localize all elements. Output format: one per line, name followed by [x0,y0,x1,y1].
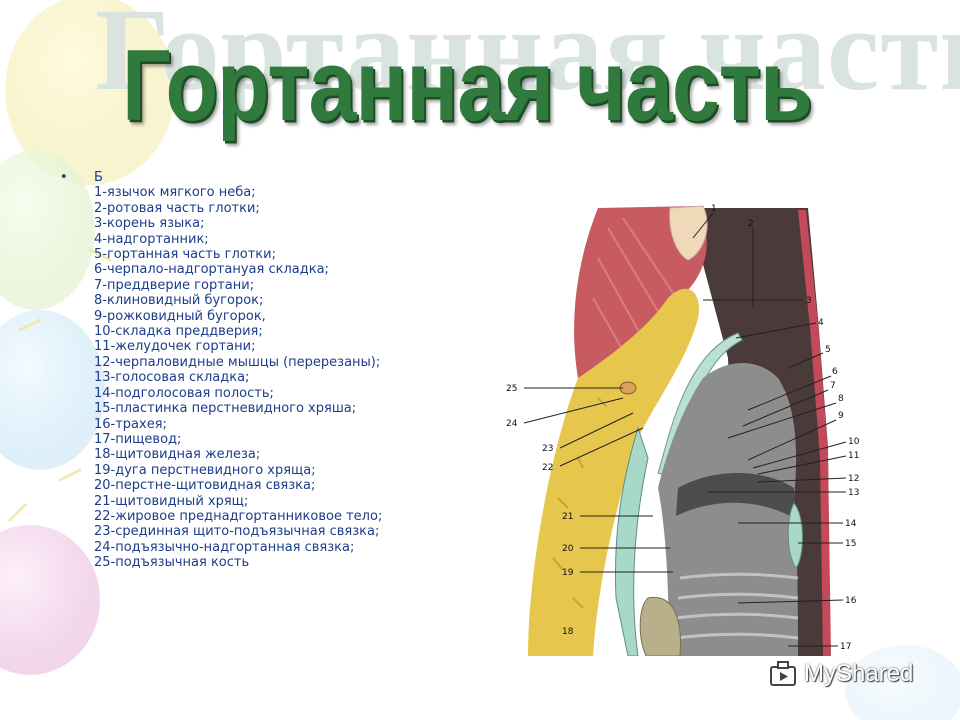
label-6: 6 [832,367,838,377]
thyroid-gland [639,596,682,656]
balloon-yellow [5,0,175,185]
balloon-faint [845,645,960,720]
legend-item: 3-корень языка; [94,216,205,232]
label-1: 1 [711,204,717,214]
legend: • Б 1-язычок мягкого неба; 2-ротовая час… [60,170,500,571]
lumen-shading [676,473,794,518]
legend-item: 14-подголосовая полость; [94,385,274,401]
laryngeal-lumen [658,363,798,656]
title-shadow: Гортанная часть [95,0,960,115]
watermark-text: MyShared [804,660,914,687]
label-7: 7 [830,381,836,391]
label-15: 15 [845,539,856,549]
legend-item: 6-черпало-надгортануая складка; [94,262,329,278]
legend-item: 18-щитовидная железа; [94,447,261,463]
myshared-logo-icon [770,661,796,686]
balloon-green [0,150,95,310]
label-17: 17 [840,642,851,652]
legend-item: 5-гортанная часть глотки; [94,247,276,263]
leader-lines [692,212,847,647]
label-8: 8 [838,394,844,404]
trachea-rings [675,572,799,640]
larynx-illustration: 1 2 3 4 5 6 7 8 9 10 11 12 13 14 15 16 1… [506,204,860,656]
label-22: 22 [542,463,553,473]
watermark: MyShared [768,656,913,692]
legend-lines: Б 1-язычок мягкого неба; 2-ротовая часть… [94,170,500,571]
label-5: 5 [825,345,831,355]
label-23: 23 [542,444,553,454]
legend-item: 15-пластинка перстневидного хряша; [94,401,357,417]
uvula [669,205,708,261]
label-16: 16 [845,596,857,606]
legend-item: 1-язычок мягкого неба; [94,185,256,201]
label-4: 4 [818,318,824,328]
legend-item: 24-подъязычно-надгортанная связка; [94,539,355,555]
label-11: 11 [848,451,859,461]
tongue-muscle-striations [592,217,684,369]
legend-item: 17-пищевод; [94,431,182,447]
legend-item: 23-срединная щито-подъязычная связка; [94,524,380,540]
legend-item: 2-ротовая часть глотки; [94,200,260,216]
legend-header: Б [94,170,103,185]
label-13: 13 [848,488,859,498]
legend-item: 4-надгортанник; [94,231,209,247]
slide-title: Гортанная часть [122,29,813,143]
legend-item: 20-перстне-щитовидная связка; [94,478,316,494]
legend-item: 21-щитовидный хрящ; [94,493,249,509]
thyroid-cartilage [614,426,649,656]
legend-item: 13-голосовая складка; [94,370,250,386]
legend-item: 19-дуга перстневидного хряща; [94,462,316,478]
label-12: 12 [848,474,859,484]
posterior-wall-edge [798,210,831,656]
label-21: 21 [562,512,573,522]
fat-body-stipple [552,397,607,609]
legend-item: 10-складка преддверия; [94,324,263,340]
label-18: 18 [562,627,574,637]
label-10: 10 [848,437,860,447]
label-25: 25 [506,384,517,394]
tongue-muscle [574,206,707,378]
legend-item: 25-подъязычная кость [94,555,250,571]
bullet: • [60,170,68,185]
legend-item: 22-жировое преднадгортанниковое тело; [94,508,383,524]
legend-item: 11-желудочек гортани; [94,339,256,355]
label-3: 3 [806,296,812,306]
label-24: 24 [506,419,518,429]
cricoid-lamina [787,502,803,569]
label-20: 20 [562,544,574,554]
label-2: 2 [748,219,754,229]
legend-item: 12-черпаловидные мышцы (перерезаны); [94,354,381,370]
legend-item: 16-трахея; [94,416,167,432]
balloon-blue [0,310,105,470]
leader-lines-left [523,387,673,573]
label-19: 19 [562,568,574,578]
legend-item: 7-преддверие гортани; [94,277,255,293]
legend-item: 9-рожковидный бугорок, [94,308,266,324]
balloon-pink [0,525,100,675]
label-9: 9 [838,411,844,421]
legend-item: 8-клиновидный бугорок; [94,293,264,309]
label-14: 14 [845,519,857,529]
fat-body [528,288,699,656]
